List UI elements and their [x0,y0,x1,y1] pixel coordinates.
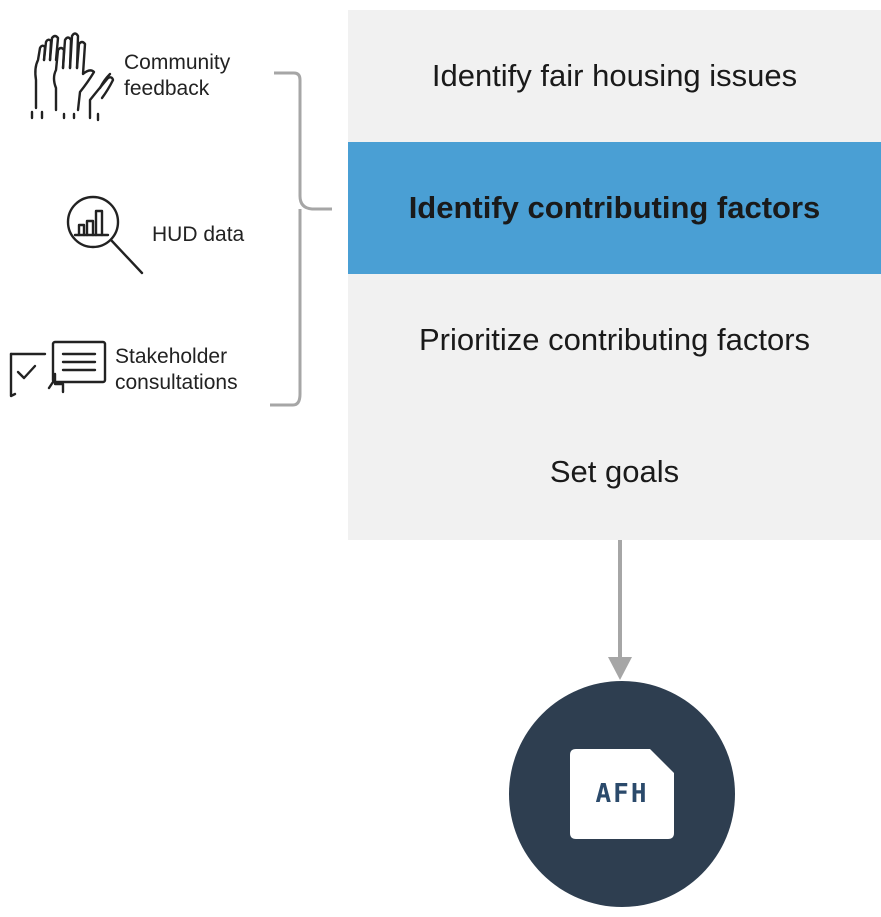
step-set-goals: Set goals [549,454,680,489]
steps-panel: Identify fair housing issues Identify co… [348,10,881,540]
step-prioritize-factors: Prioritize contributing factors [418,322,811,357]
community-label-line1: Community [124,51,231,74]
step-identify-issues: Identify fair housing issues [431,58,798,93]
input-stakeholder-consultations: Stakeholder consultations [9,340,238,400]
stakeholder-label: Stakeholder consultations [115,344,238,396]
hud-data-label: HUD data [152,223,245,246]
input-community-feedback: Community feedback [28,30,230,122]
chat-checklist-icon [9,340,109,400]
step-identify-factors: Identify contributing factors [348,142,881,274]
stakeholder-label-line1: Stakeholder [115,345,228,368]
stakeholder-label-line2: consultations [115,371,238,394]
afh-label: AFH [595,779,649,809]
raised-hands-icon [28,30,118,122]
community-feedback-label: Community feedback [124,50,230,102]
magnifier-chart-icon [66,195,144,275]
document-icon: AFH [570,749,674,839]
input-hud-data: HUD data [66,195,244,275]
community-label-line2: feedback [124,77,210,100]
